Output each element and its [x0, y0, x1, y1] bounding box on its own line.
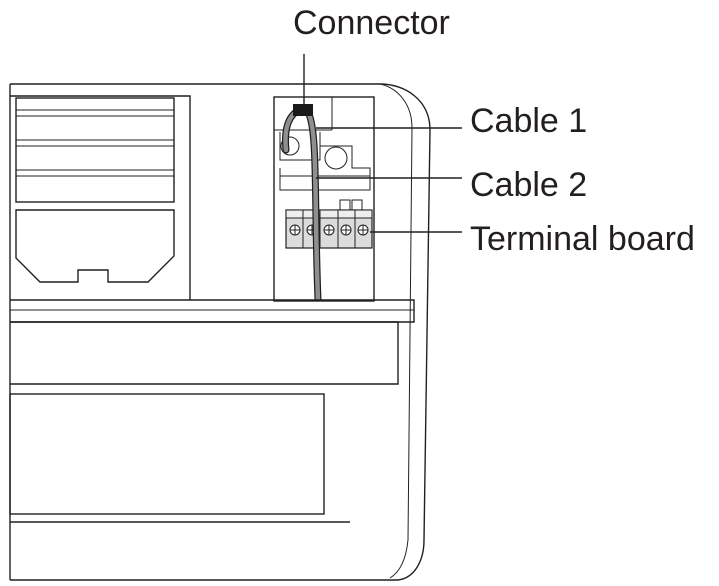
- cable: [282, 108, 322, 301]
- wiring-compartment: [273, 96, 375, 302]
- connector-block: [293, 104, 313, 116]
- label-cable-1: Cable 1: [470, 102, 587, 140]
- grille-panel: [10, 95, 191, 300]
- terminal-screws: [289, 224, 369, 236]
- terminal-screw-icon: [323, 224, 335, 236]
- terminal-board: [285, 209, 373, 249]
- terminal-screw-icon: [340, 224, 352, 236]
- callout-lines: [303, 54, 462, 233]
- terminal-screw-icon: [357, 224, 369, 236]
- label-terminal-board: Terminal board: [470, 220, 695, 258]
- label-connector: Connector: [293, 4, 450, 42]
- label-cable-2: Cable 2: [470, 166, 587, 204]
- terminal-screw-icon: [289, 224, 301, 236]
- front-panel: [9, 299, 415, 523]
- unit-housing: [9, 83, 431, 581]
